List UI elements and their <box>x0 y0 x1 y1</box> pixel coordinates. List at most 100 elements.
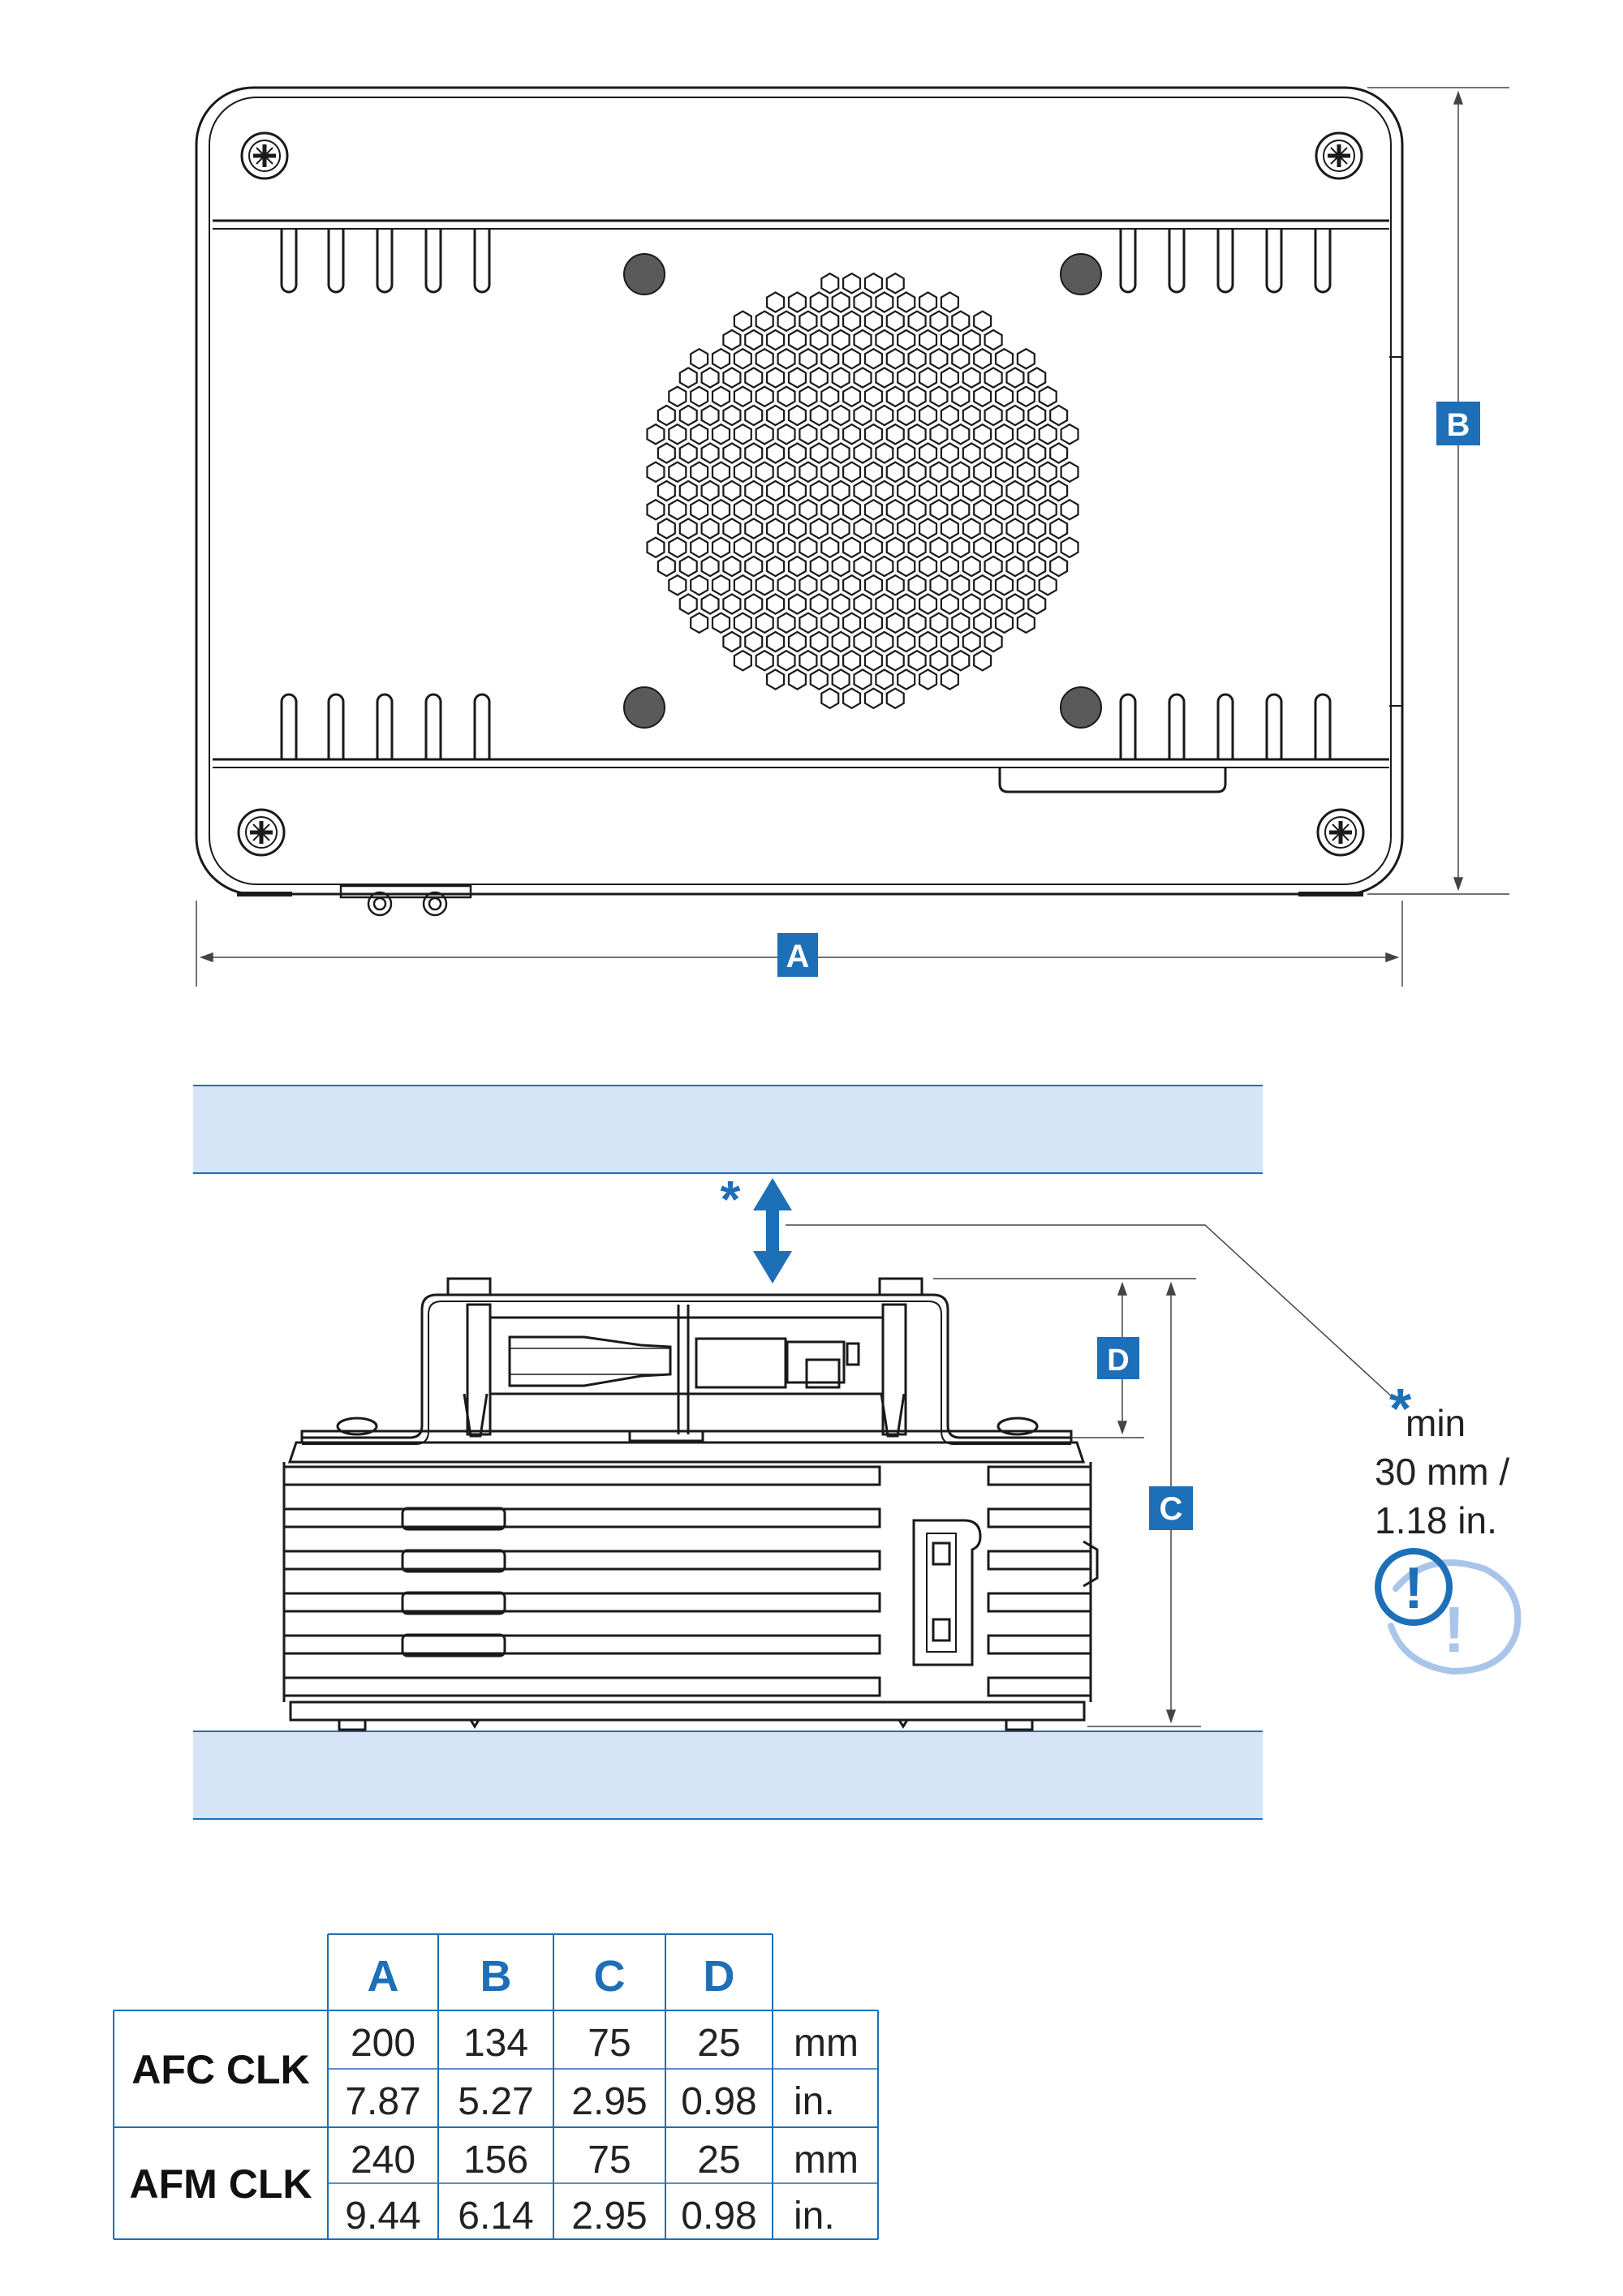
grille-cell <box>918 367 938 389</box>
dimension-a-label: A <box>786 939 810 974</box>
grille-cell <box>755 347 774 370</box>
fan-grille <box>646 272 1079 710</box>
grille-cell <box>940 555 960 578</box>
heatsink-fin <box>282 1676 881 1697</box>
grille-cell <box>799 536 818 559</box>
grille-cell <box>994 536 1014 559</box>
handle-tab <box>998 767 1227 793</box>
grille-cell <box>646 498 665 521</box>
grille-cell <box>863 498 884 521</box>
grille-cell <box>809 291 829 313</box>
grille-cell <box>907 498 927 521</box>
grille-cell <box>863 423 884 445</box>
grille-cell <box>831 518 850 540</box>
grille-cell <box>1016 612 1035 634</box>
grille-cell <box>853 479 872 502</box>
note-line-2: 30 mm / <box>1375 1451 1509 1493</box>
grille-cell <box>951 461 971 484</box>
grille-cell <box>820 687 840 710</box>
grille-cell <box>787 329 807 351</box>
grille-cell <box>690 498 709 521</box>
grille-cell <box>1016 574 1035 596</box>
grille-cell <box>897 555 916 578</box>
grille-cell <box>853 593 872 615</box>
grille-cell <box>1027 442 1047 464</box>
vent-slot <box>327 229 345 294</box>
note-asterisk: * <box>1389 1377 1412 1440</box>
grille-cell <box>842 423 862 445</box>
grille-cell <box>1016 347 1035 370</box>
grille-cell <box>863 385 884 408</box>
table-header-a: A <box>368 1952 399 2001</box>
grille-cell <box>799 347 818 370</box>
grille-cell <box>733 385 752 408</box>
grille-cell <box>820 612 840 634</box>
warning-exclamation-icon: ! ! <box>1375 1548 1522 1675</box>
grille-cell <box>1049 442 1069 464</box>
grille-cell <box>1027 404 1047 427</box>
grille-cell <box>1060 498 1079 521</box>
grille-cell <box>700 404 720 427</box>
grille-cell <box>885 612 905 634</box>
grille-cell <box>853 329 872 351</box>
grille-cell <box>973 347 992 370</box>
grille-cell <box>863 310 884 333</box>
grille-cell <box>809 669 829 690</box>
grille-cell <box>690 347 709 370</box>
grille-cell <box>984 555 1003 578</box>
table-unit: mm <box>794 2022 859 2065</box>
grille-cell <box>755 536 774 559</box>
grille-cell <box>1060 461 1079 484</box>
grille-cell <box>863 574 884 596</box>
grille-cell <box>929 649 949 672</box>
grille-cell <box>711 423 731 445</box>
grille-cell <box>907 310 927 333</box>
heatsink-fin <box>987 1592 1092 1613</box>
grille-cell <box>657 479 676 502</box>
vent-slot <box>376 229 394 294</box>
grille-cell <box>863 612 884 634</box>
grille-cell <box>777 423 796 445</box>
table-grid <box>113 1933 879 2240</box>
table-header-d: D <box>704 1952 735 2001</box>
grille-cell <box>863 649 884 672</box>
grille-cell <box>853 442 872 464</box>
grille-cell <box>962 442 981 464</box>
grille-cell <box>918 669 938 690</box>
grille-cell <box>777 536 796 559</box>
grille-cell <box>700 555 720 578</box>
table-cell: 9.44 <box>345 2195 420 2238</box>
grille-cell <box>929 423 949 445</box>
grille-cell <box>973 574 992 596</box>
vent-slot <box>1265 693 1283 759</box>
grille-cell <box>678 367 698 389</box>
grille-cell <box>777 310 796 333</box>
grille-cell <box>885 574 905 596</box>
grille-cell <box>929 310 949 333</box>
vent-slot <box>1216 693 1234 759</box>
grille-cell <box>700 518 720 540</box>
grille-cell <box>897 630 916 653</box>
grille-cell <box>722 329 742 351</box>
grille-cell <box>1038 423 1057 445</box>
grille-cell <box>744 479 764 502</box>
grille-cell <box>1005 593 1025 615</box>
grille-cell <box>820 423 840 445</box>
vent-slot <box>473 693 491 759</box>
vent-slot <box>1265 229 1283 294</box>
grille-cell <box>820 536 840 559</box>
grille-cell <box>755 310 774 333</box>
grille-cell <box>744 555 764 578</box>
grille-cell <box>994 423 1014 445</box>
grille-cell <box>722 367 742 389</box>
heatsink-fin <box>987 1465 1092 1486</box>
grille-cell <box>799 498 818 521</box>
grille-cell <box>755 498 774 521</box>
vent-slot <box>280 693 298 759</box>
dimension-d-badge: D <box>1097 1337 1139 1379</box>
grille-cell <box>711 385 731 408</box>
grille-cell <box>700 367 720 389</box>
vent-slot <box>1314 693 1332 759</box>
